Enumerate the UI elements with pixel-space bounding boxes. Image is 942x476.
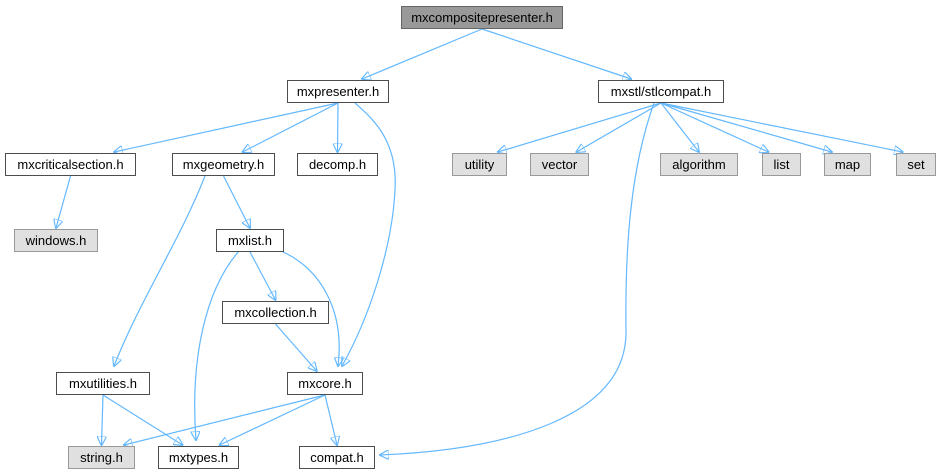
- node-compat-h[interactable]: compat.h: [299, 446, 375, 469]
- edge-stlcompat-to-map: [660, 102, 832, 152]
- edge-stlcompat-to-list: [660, 102, 769, 152]
- edge-stlcompat-to-vector: [576, 102, 662, 152]
- edge-presenter-to-decomp: [338, 102, 339, 152]
- edge-core-to-compat: [324, 394, 337, 445]
- node-set[interactable]: set: [896, 153, 936, 176]
- node-mxcollection-h[interactable]: mxcollection.h: [222, 301, 329, 324]
- edge-mxlist-to-core: [280, 250, 339, 366]
- edge-utilities-to-string: [102, 394, 104, 445]
- node-map[interactable]: map: [824, 153, 871, 176]
- node-mxcore-h[interactable]: mxcore.h: [287, 372, 363, 395]
- edge-stlcompat-to-algorithm: [660, 102, 699, 152]
- node-list[interactable]: list: [762, 153, 801, 176]
- node-decomp-h[interactable]: decomp.h: [297, 153, 378, 176]
- edge-core-to-types: [220, 394, 326, 445]
- node-string-h[interactable]: string.h: [68, 446, 135, 469]
- edge-collection-to-core: [275, 323, 317, 371]
- node-mxcompositepresenter-h[interactable]: mxcompositepresenter.h: [401, 6, 563, 29]
- node-mxcriticalsection-h[interactable]: mxcriticalsection.h: [5, 153, 136, 176]
- edge-geometry-to-utilities: [114, 175, 206, 366]
- edge-presenter-to-critsec: [114, 102, 339, 152]
- edge-presenter-to-core: [342, 102, 396, 366]
- edge-root-to-presenter: [362, 28, 483, 79]
- node-mxstl-stlcompat-h[interactable]: mxstl/stlcompat.h: [598, 80, 724, 103]
- edge-stlcompat-to-compat: [380, 102, 655, 455]
- node-mxgeometry-h[interactable]: mxgeometry.h: [172, 153, 275, 176]
- node-mxlist-h[interactable]: mxlist.h: [216, 229, 284, 252]
- edge-geometry-to-mxlist: [222, 175, 251, 228]
- edge-core-to-string: [124, 394, 326, 445]
- edge-stlcompat-to-utility: [498, 102, 662, 152]
- node-utility[interactable]: utility: [452, 153, 507, 176]
- node-algorithm[interactable]: algorithm: [660, 153, 738, 176]
- edge-critsec-to-windows: [56, 175, 72, 228]
- node-vector[interactable]: vector: [530, 153, 589, 176]
- node-mxutilities-h[interactable]: mxutilities.h: [56, 372, 150, 395]
- edge-mxlist-to-collection: [249, 251, 276, 300]
- node-mxpresenter-h[interactable]: mxpresenter.h: [287, 80, 389, 103]
- edge-root-to-stlcompat: [481, 28, 631, 79]
- edge-stlcompat-to-set: [660, 102, 903, 152]
- node-mxtypes-h[interactable]: mxtypes.h: [158, 446, 239, 469]
- edge-presenter-to-geometry: [243, 102, 339, 152]
- node-windows-h[interactable]: windows.h: [14, 229, 98, 252]
- edge-mxlist-to-types: [195, 250, 240, 440]
- edge-utilities-to-types: [102, 394, 183, 445]
